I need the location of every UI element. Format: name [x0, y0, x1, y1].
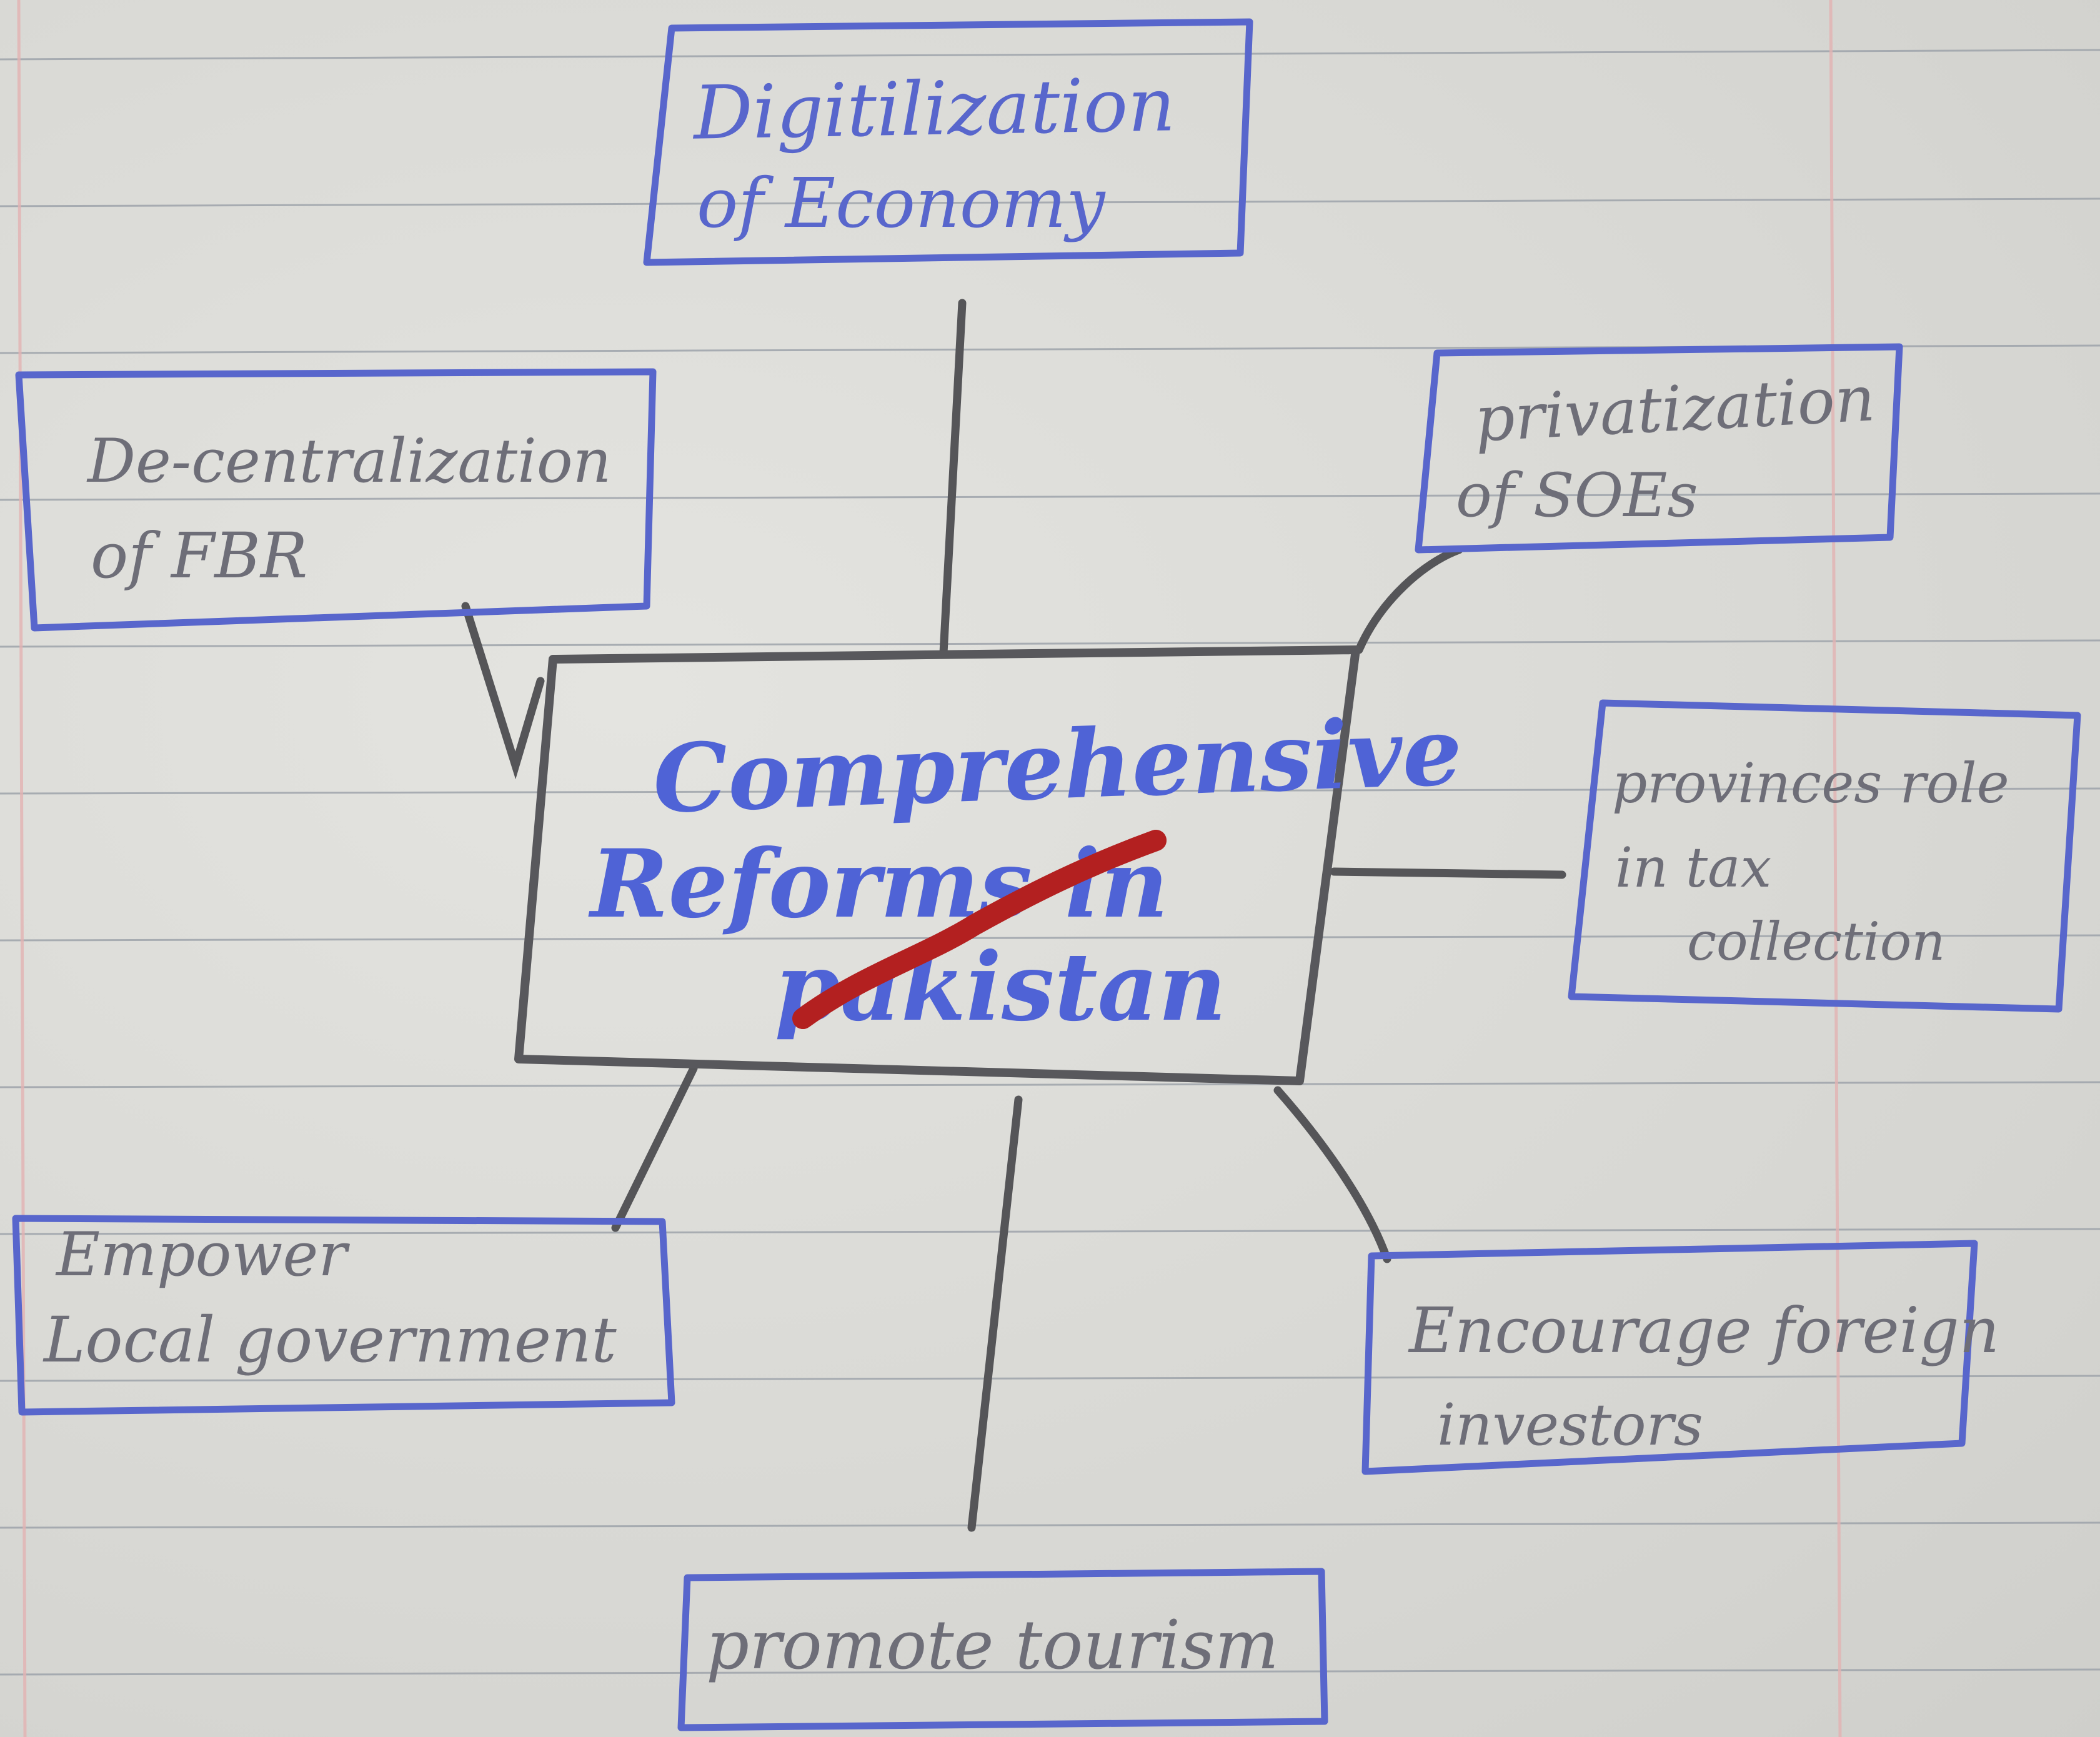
local-gov-line1: Empower	[56, 1220, 347, 1290]
box-privatization	[1415, 343, 1903, 554]
center-line3: pakistan	[775, 932, 1227, 1042]
box-foreign	[1361, 1240, 1978, 1475]
digitization-line2: of Economy	[697, 163, 1105, 243]
provinces-line1: provinces role	[1612, 751, 2009, 815]
provinces-line3: collection	[1687, 911, 1946, 972]
connector-top-right	[1355, 545, 1463, 654]
box-tourism	[677, 1568, 1328, 1731]
connector-bottom-right	[1273, 1086, 1391, 1263]
center-line2: Reforms in	[590, 829, 1169, 939]
privatization-line2: of SOEs	[1456, 460, 1698, 530]
branch-boxes	[12, 18, 2081, 1731]
tourism-line1: promote tourism	[706, 1606, 1279, 1685]
box-digitization	[643, 18, 1253, 266]
connector-bottom	[967, 1095, 1023, 1532]
connectors	[461, 299, 1566, 1532]
local-gov-line2: Local government	[44, 1303, 617, 1376]
ruled-lines	[0, 49, 2100, 1676]
box-provinces	[1568, 699, 2081, 1013]
provinces-line2: in tax	[1615, 835, 1772, 900]
box-decentralization	[15, 368, 657, 632]
digitization-line1: Digitilization	[692, 61, 1177, 156]
foreign-line1: Encourage foreign	[1409, 1294, 2000, 1367]
connector-bottom-left	[611, 1064, 698, 1232]
connector-top-left	[461, 602, 545, 780]
foreign-line2: investors	[1437, 1391, 1703, 1458]
center-line1: Comprehensive	[651, 696, 1464, 835]
connector-top	[939, 299, 967, 657]
box-local-gov	[12, 1215, 675, 1416]
connector-right	[1330, 867, 1566, 879]
decentralization-line2: of FBR	[91, 519, 308, 592]
decentralization-line1: De-centralization	[87, 426, 612, 496]
center-box	[514, 645, 1360, 1085]
